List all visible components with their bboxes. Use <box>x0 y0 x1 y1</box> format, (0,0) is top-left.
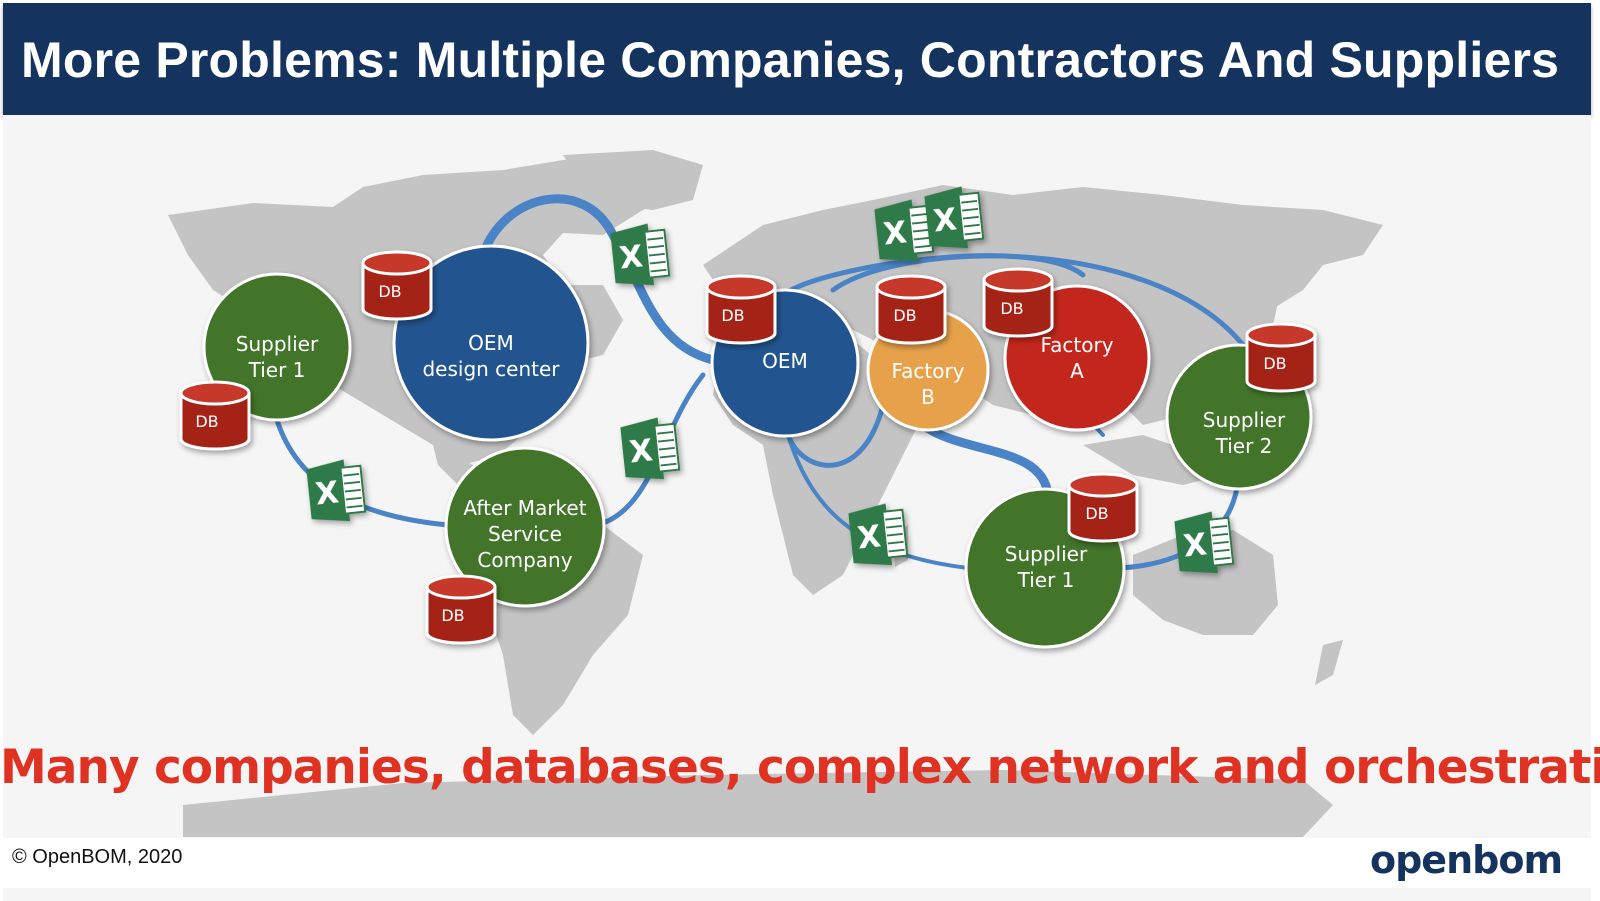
svg-text:DB: DB <box>721 306 744 325</box>
svg-text:DB: DB <box>1000 299 1023 318</box>
excel-file-icon: X <box>922 183 985 254</box>
svg-text:X: X <box>856 519 883 556</box>
excel-file-icon: X <box>618 414 681 485</box>
database-icon: DB <box>1245 322 1317 393</box>
svg-text:DB: DB <box>441 606 464 625</box>
node-label: Tier 1 <box>1017 568 1075 592</box>
slide-header: More Problems: Multiple Companies, Contr… <box>3 3 1591 115</box>
svg-text:DB: DB <box>195 412 218 431</box>
svg-text:X: X <box>314 475 341 512</box>
svg-text:X: X <box>1182 527 1209 564</box>
openbom-logo: openbom <box>1370 838 1563 882</box>
node-label: Supplier <box>236 332 319 356</box>
node-label: After Market <box>463 496 586 520</box>
node-label: design center <box>422 357 560 381</box>
node-label: OEM <box>762 349 808 373</box>
database-icon: DB <box>361 250 433 321</box>
svg-text:DB: DB <box>1263 354 1286 373</box>
excel-file-icon: X <box>846 500 909 571</box>
slide-canvas: Supplier Tier 1 OEM design center After … <box>3 115 1591 901</box>
node-label: Tier 1 <box>248 358 306 382</box>
excel-file-icon: X <box>872 196 935 267</box>
excel-file-icon: X <box>304 456 367 527</box>
svg-text:X: X <box>932 202 959 239</box>
node-label: A <box>1070 359 1084 383</box>
svg-text:X: X <box>618 239 645 276</box>
slide-tagline: Many companies, databases, complex netwo… <box>0 740 1600 795</box>
database-icon: DB <box>875 274 947 345</box>
database-icon: DB <box>1067 472 1139 543</box>
database-icon: DB <box>982 267 1054 338</box>
svg-text:X: X <box>628 433 655 470</box>
node-label: Tier 2 <box>1215 434 1273 458</box>
database-icon: DB <box>705 274 777 345</box>
svg-text:DB: DB <box>893 306 916 325</box>
node-label: Service <box>488 522 562 546</box>
node-label: Factory <box>1040 333 1113 357</box>
node-label: B <box>921 385 935 409</box>
svg-text:DB: DB <box>378 282 401 301</box>
node-label: OEM <box>468 331 514 355</box>
slide-title: More Problems: Multiple Companies, Contr… <box>21 32 1560 88</box>
node-oem-design-center: OEM design center <box>392 244 590 442</box>
svg-text:DB: DB <box>1085 504 1108 523</box>
node-label: Company <box>477 548 572 572</box>
svg-text:X: X <box>882 215 909 252</box>
node-label: Factory <box>891 359 964 383</box>
node-after-market: After Market Service Company <box>444 446 606 608</box>
network-diagram: Supplier Tier 1 OEM design center After … <box>168 150 1383 837</box>
copyright-notice: © OpenBOM, 2020 <box>12 846 183 868</box>
database-icon: DB <box>425 574 497 645</box>
database-icon: DB <box>179 380 251 451</box>
excel-file-icon: X <box>1172 508 1235 579</box>
node-label: Supplier <box>1005 542 1088 566</box>
excel-file-icon: X <box>608 220 671 291</box>
node-supplier-tier1-west: Supplier Tier 1 <box>202 272 352 422</box>
slide-footer <box>3 838 1591 888</box>
node-label: Supplier <box>1203 408 1286 432</box>
